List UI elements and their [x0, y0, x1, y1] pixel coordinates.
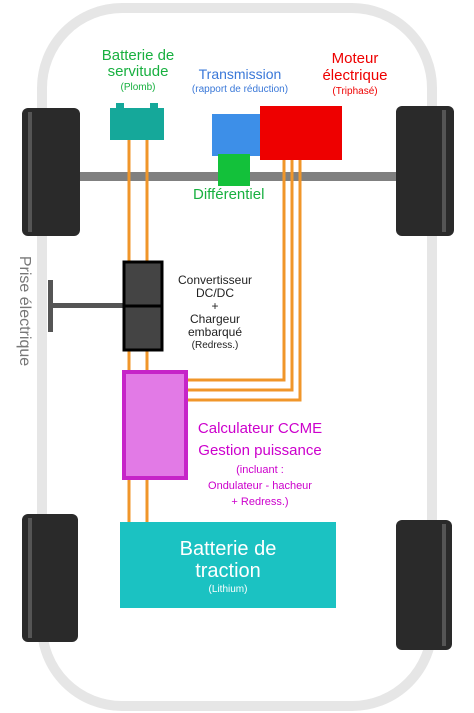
calculator-block	[122, 370, 188, 480]
calculator-title-line2: Gestion puissance	[198, 442, 322, 459]
wheel-front-right	[396, 106, 454, 236]
traction-battery-subtitle: (Lithium)	[208, 584, 248, 595]
converter-label-line1: Convertisseur	[177, 273, 253, 287]
service-battery	[110, 103, 164, 140]
motor-block	[260, 106, 342, 160]
calculator-subtitle: (incluant : Ondulateur - hacheur + Redre…	[190, 462, 330, 510]
traction-battery-title: Batterie de traction	[120, 538, 336, 582]
service-battery-subtitle: (Plomb)	[120, 82, 156, 93]
traction-battery-title-line2: traction	[195, 560, 261, 582]
calculator-title: Calculateur CCME Gestion puissance	[190, 418, 330, 462]
wheel-front-left	[22, 108, 80, 236]
plus-label: +	[211, 299, 219, 313]
headlight-left	[116, 5, 138, 14]
service-battery-title-line1: Batterie de	[101, 47, 175, 64]
motor-title: Moteur électrique	[300, 50, 410, 84]
headlight-right	[312, 5, 334, 14]
traction-battery-block	[120, 522, 336, 608]
differential-label: Différentiel	[193, 186, 265, 203]
differential-block	[218, 154, 250, 186]
wheel-rear-left	[22, 514, 78, 642]
transmission-title: Transmission	[198, 66, 282, 82]
car-body-outline	[37, 3, 437, 711]
plug-label-box: Prise électrique	[10, 244, 38, 378]
converter-label: Convertisseur DC/DC + Chargeur embarqué	[160, 274, 270, 339]
service-battery-title: Batterie de servitude	[88, 48, 188, 80]
calculator-sub-line2: Ondulateur - hacheur	[208, 480, 312, 492]
charger-subtitle: (Redress.)	[191, 340, 239, 351]
plug-cable	[53, 303, 125, 308]
wheel-rear-right	[396, 520, 452, 650]
calculator-title-line1: Calculateur CCME	[197, 420, 323, 437]
traction-battery-title-line1: Batterie de	[179, 538, 277, 560]
calculator-sub-line1: (incluant :	[236, 464, 284, 476]
motor-title-line1: Moteur	[331, 50, 379, 67]
converter-label-line2: DC/DC	[196, 286, 234, 300]
charger-label-line2: embarqué	[187, 325, 243, 339]
transmission-subtitle: (rapport de réduction)	[191, 84, 289, 95]
transmission-block	[212, 114, 260, 156]
motor-title-line2: électrique	[322, 67, 388, 84]
service-battery-title-line2: servitude	[107, 63, 169, 80]
charger-label-line1: Chargeur	[189, 312, 241, 326]
wires-motor	[187, 160, 302, 402]
plug-connector	[48, 280, 53, 332]
calculator-sub-line3: + Redress.)	[231, 496, 289, 508]
plug-label: Prise électrique	[16, 255, 33, 367]
motor-subtitle: (Triphasé)	[332, 86, 378, 97]
